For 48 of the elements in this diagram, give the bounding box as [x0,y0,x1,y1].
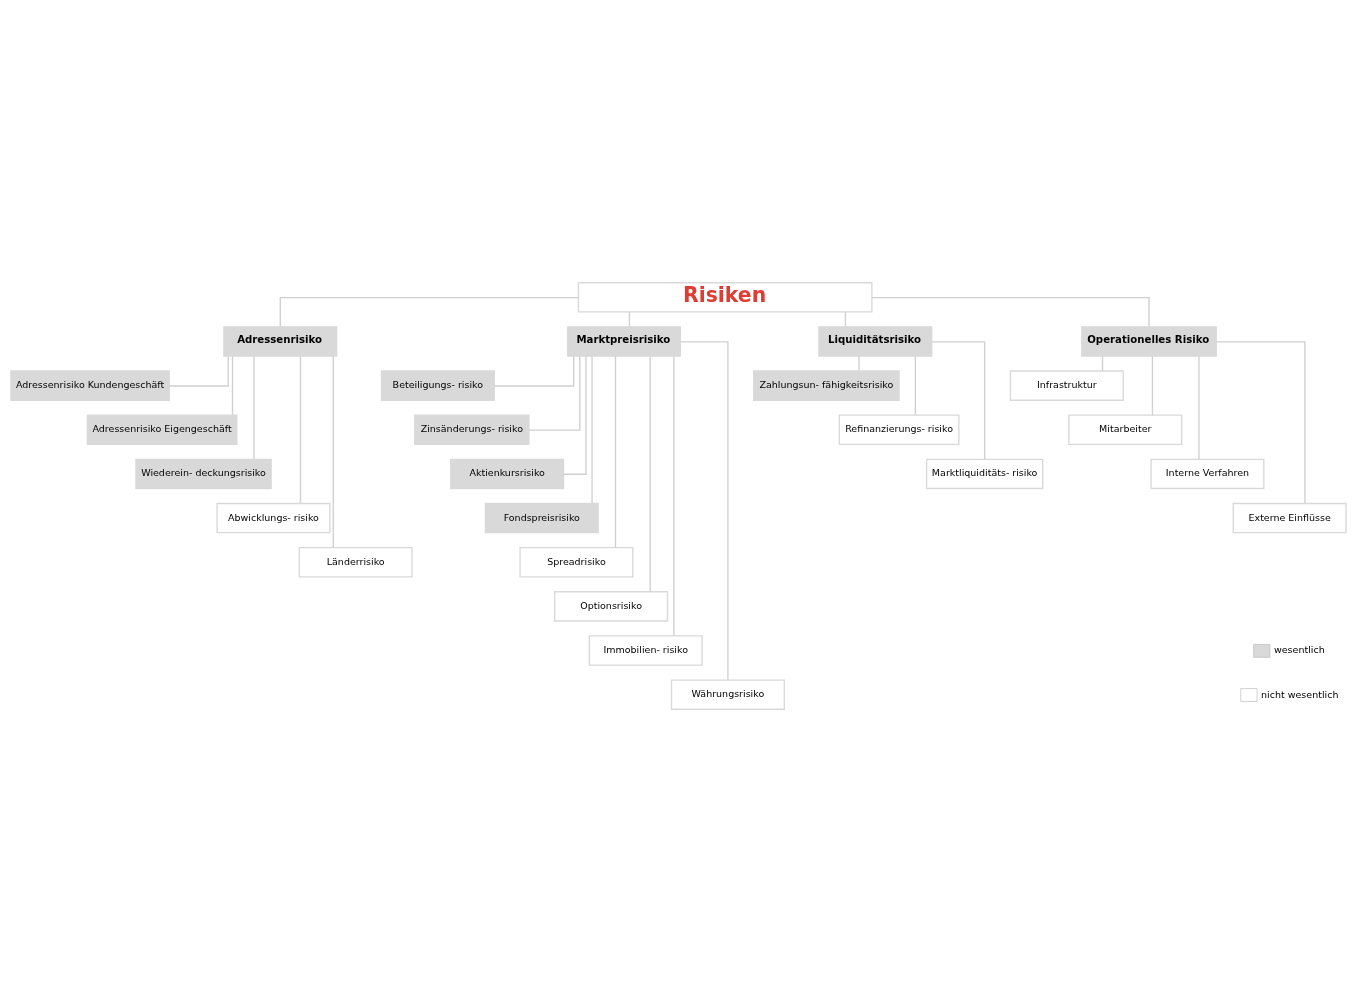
connector [528,355,581,431]
node-box: Marktpreisrisiko [566,326,682,357]
node-box: Externe Einflüsse [1232,502,1347,534]
node-box: Abwicklungs- risiko [216,502,331,534]
node-box: Zinsänderungs- risiko [414,414,530,446]
node-box: Interne Verfahren [1150,458,1265,490]
connector [168,355,229,387]
legend-label: wesentlich [1274,644,1325,656]
node-box: Operationelles Risiko [1081,326,1217,357]
connector [493,355,575,387]
connector [231,355,234,416]
node-box: Adressenrisiko [223,326,338,357]
legend-label: nicht wesentlich [1261,688,1339,700]
node-box: Marktliquiditäts- risiko [925,458,1044,490]
connector [332,355,334,549]
connector [673,355,675,637]
connector [562,355,587,475]
connector [591,355,593,504]
node-box: Fondspreisrisiko [484,502,599,534]
node-box: Zahlungsun- fähigkeitsrisiko [753,370,900,401]
connector [1198,355,1200,460]
connector [858,355,860,372]
node-box: Länderrisiko [298,546,413,578]
node-box: Wiederein- deckungsrisiko [135,458,272,490]
node-box: Währungsrisiko [670,679,785,710]
node-box: Mitarbeiter [1068,414,1183,446]
node-box: Liquiditätsrisiko [818,326,933,357]
connector [299,355,302,504]
connector [871,297,1150,328]
node-box: Beteiligungs- risiko [380,370,495,401]
node-box: Refinanzierungs- risiko [838,414,960,446]
node-box: Spreadrisiko [519,546,634,578]
connector [614,355,617,549]
connector [279,297,579,328]
connector [253,355,255,460]
connector [1151,355,1154,416]
connector [931,341,986,460]
node-box: Optionsrisiko [554,591,669,622]
connector [1215,341,1306,505]
node-box: Adressenrisiko Eigengeschäft [86,414,238,446]
connector [649,355,651,593]
node-box: Risiken [577,282,873,313]
node-box: Immobilien- risiko [588,635,703,666]
connector [679,341,729,681]
node-box: Aktienkursrisiko [450,458,565,490]
node-box: Infrastruktur [1009,370,1124,401]
connector [914,355,917,416]
node-box: Adressenrisiko Kundengeschäft [10,370,170,401]
